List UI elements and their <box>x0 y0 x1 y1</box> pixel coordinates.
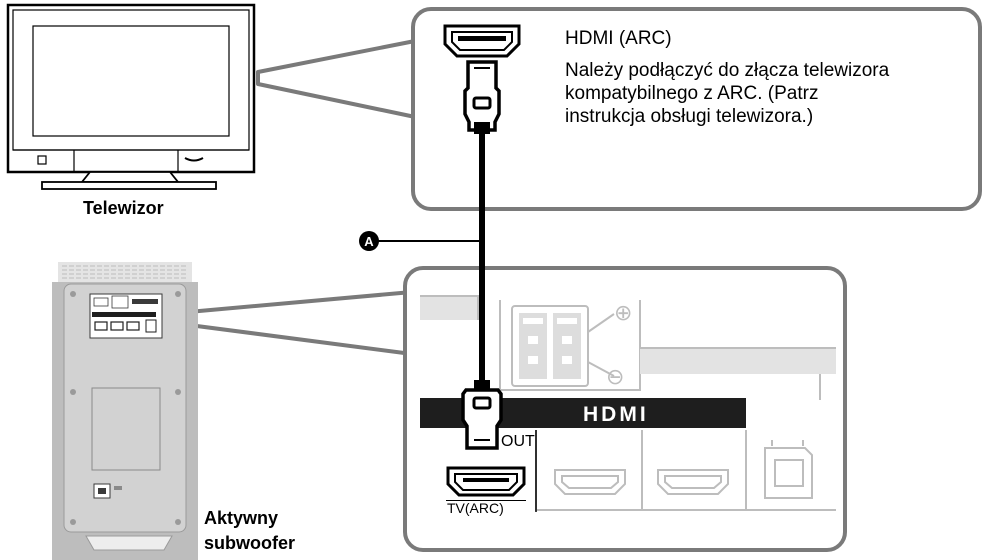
tv-illustration <box>6 3 256 190</box>
hdmi-arc-callout-box <box>411 7 982 211</box>
tv-label: Telewizor <box>83 198 164 218</box>
subwoofer-cover-plate <box>91 387 161 471</box>
callout-text-line-1: Należy podłączyć do złącza telewizora <box>565 60 890 81</box>
hdmi-logo: HDMI <box>583 403 649 426</box>
hdmi-port-icon <box>443 24 521 58</box>
panel-right-section <box>640 348 836 374</box>
subwoofer-label-line-2: subwoofer <box>204 533 295 553</box>
tv-stand <box>80 171 180 183</box>
terminal-plus-symbol: ⊕ <box>614 300 632 325</box>
optical-port-icon <box>764 447 813 499</box>
hdmi-port-faded-2-icon <box>657 469 729 495</box>
hdmi-plug-top-icon <box>463 60 501 134</box>
callout-title: HDMI (ARC) <box>565 28 672 49</box>
marker-a-label: A <box>364 234 374 249</box>
subwoofer-illustration <box>52 262 198 560</box>
subwoofer-callout-wedge <box>164 290 414 356</box>
callout-text-line-2: kompatybilnego z ARC. (Patrz <box>565 83 818 104</box>
tv-callout-wedge <box>256 38 422 120</box>
hdmi-out-label: OUT <box>501 433 535 450</box>
tv-arc-port-label: TV(ARC) <box>447 500 504 516</box>
tv-screen <box>32 25 230 137</box>
panel-label-strip <box>420 296 478 320</box>
hdmi-plug-bottom-icon <box>461 380 503 450</box>
subwoofer-label-line-1: Aktywny <box>204 508 278 528</box>
hdmi-port-faded-1-icon <box>554 469 626 495</box>
speaker-terminal-block <box>511 305 589 387</box>
terminal-minus-symbol: ⊖ <box>606 364 624 389</box>
hdmi-port-tv-arc-icon <box>446 466 526 497</box>
marker-a-badge <box>359 231 379 251</box>
callout-text-line-3: instrukcja obsługi telewizora.) <box>565 106 813 127</box>
tv-power-button <box>37 155 47 165</box>
